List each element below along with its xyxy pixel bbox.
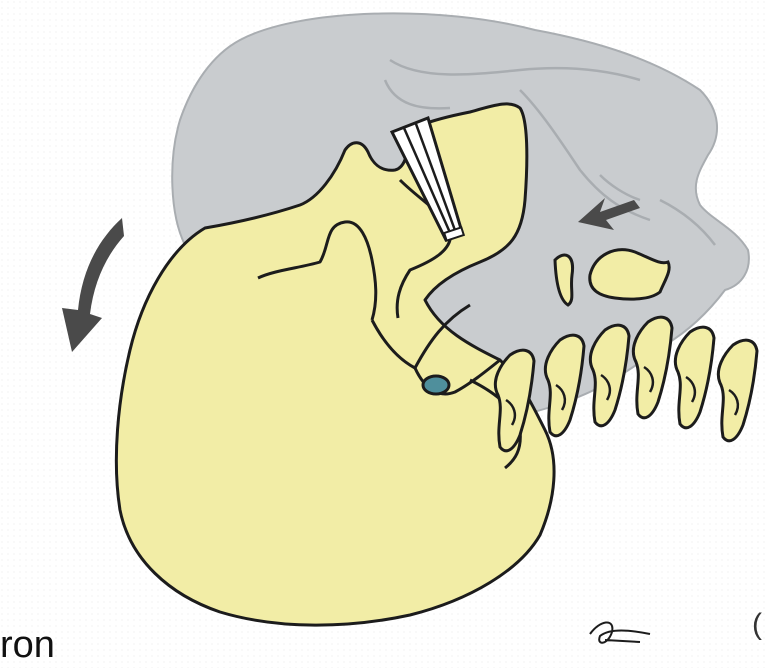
- foramen-magnum: [423, 376, 449, 394]
- caption-fragment: ron: [0, 622, 55, 668]
- margin-mark: (: [752, 608, 762, 642]
